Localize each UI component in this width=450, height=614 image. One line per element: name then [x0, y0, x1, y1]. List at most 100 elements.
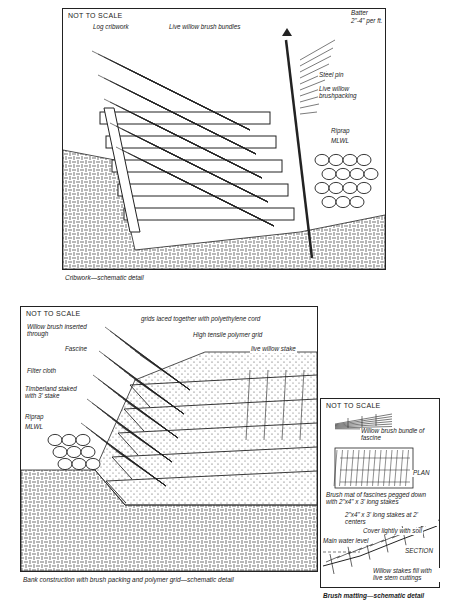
stroke [330, 554, 334, 574]
fascine-bundle [335, 414, 392, 429]
steel-pin [286, 40, 312, 258]
callout-label: Riprap [24, 414, 45, 421]
rock [322, 196, 336, 207]
stroke [334, 450, 337, 486]
scale-note: NOT TO SCALE [67, 12, 124, 19]
ground [63, 150, 385, 269]
stroke [98, 75, 256, 154]
stroke [87, 399, 172, 462]
stroke [356, 450, 359, 486]
log-cribwork [100, 108, 294, 232]
callout-label: MLWL [330, 138, 350, 145]
stroke [381, 536, 395, 542]
callout-label: Filter cloth [26, 368, 57, 375]
rock [350, 168, 364, 179]
stroke [264, 370, 268, 440]
rock [329, 182, 343, 193]
stroke [246, 370, 250, 440]
stroke [104, 99, 262, 178]
riprap [48, 434, 100, 469]
stroke [367, 450, 370, 486]
stroke [384, 532, 388, 552]
brush-mat-plan [335, 448, 413, 488]
callout-label: Main water level [322, 538, 370, 545]
callout-label: Brush mat of fascines pegged down with 2… [325, 492, 437, 506]
stroke [340, 458, 410, 459]
callout-label: 2"-4" per ft. [350, 18, 383, 25]
rock [315, 154, 329, 165]
riprap [315, 154, 378, 207]
callout-label: live willow stake [250, 346, 297, 353]
stroke [93, 375, 178, 438]
stroke [81, 423, 166, 486]
stroke [406, 450, 409, 486]
callout-label: Riprap [330, 128, 351, 135]
stroke [300, 112, 317, 114]
callout-label: grids laced together with polyethylene c… [140, 316, 261, 323]
rock [336, 196, 350, 207]
callout-label: Steel pin [318, 72, 345, 79]
callout-label: Batter [350, 10, 369, 17]
callout-label: Willow stakes fill with live stem cuttin… [372, 568, 440, 582]
stroke [337, 552, 351, 558]
stroke [335, 422, 392, 427]
rock [62, 434, 76, 445]
polymer-grid [106, 375, 317, 503]
stroke [340, 470, 410, 471]
rock [48, 434, 62, 445]
callout-label: High tensile polymer grid [192, 332, 263, 339]
brush-mat-strokes [334, 450, 410, 486]
stroke [400, 450, 403, 486]
stroke [389, 450, 392, 486]
stroke [340, 450, 343, 486]
stroke [106, 471, 317, 481]
callout-label: Cover lightly with soil [362, 528, 423, 535]
stroke [282, 370, 286, 440]
stroke [376, 414, 377, 426]
callout-label: 2"x4" x 3' long stakes at 2' centers [344, 512, 438, 526]
rock [53, 446, 67, 457]
rock [67, 446, 81, 457]
stroke [335, 417, 392, 425]
stroke [326, 556, 340, 562]
stroke [348, 418, 349, 428]
callout-label: Willow brush bundle of fascine [360, 428, 432, 442]
rock [329, 154, 343, 165]
stroke [130, 375, 317, 385]
callout-label: Live willow brushpacking [318, 86, 378, 100]
rock [72, 458, 86, 469]
rock [86, 458, 100, 469]
rock [364, 168, 378, 179]
stroke [373, 450, 376, 486]
callout-label: Timberland staked with 3' stake [24, 386, 86, 400]
stroke [124, 399, 317, 409]
callout-label: Willow brush inserted through [26, 324, 98, 338]
stroke [384, 450, 387, 486]
caption: Cribwork—schematic detail [65, 274, 144, 281]
caption: Brush matting—schematic detail [323, 592, 424, 599]
callout-label: SECTION [404, 548, 434, 555]
callout-label: MLWL [24, 424, 44, 431]
callout-label: PLAN [412, 470, 430, 477]
rock [350, 196, 364, 207]
stroke [362, 416, 363, 427]
rock [322, 168, 336, 179]
stroke [348, 548, 362, 554]
stroke [300, 104, 319, 108]
rock [357, 182, 371, 193]
rock [357, 154, 371, 165]
stroke [340, 482, 410, 483]
stroke [112, 447, 317, 457]
stroke [99, 351, 184, 414]
rock [343, 154, 357, 165]
stroke [300, 370, 304, 440]
rock [76, 434, 90, 445]
rock [315, 182, 329, 193]
stroke [395, 450, 398, 486]
steel-pin-head [282, 28, 292, 36]
scale-note: NOT TO SCALE [25, 310, 82, 317]
stroke [106, 481, 126, 503]
section-slope [323, 526, 437, 566]
stroke [378, 450, 381, 486]
stroke [300, 56, 331, 72]
